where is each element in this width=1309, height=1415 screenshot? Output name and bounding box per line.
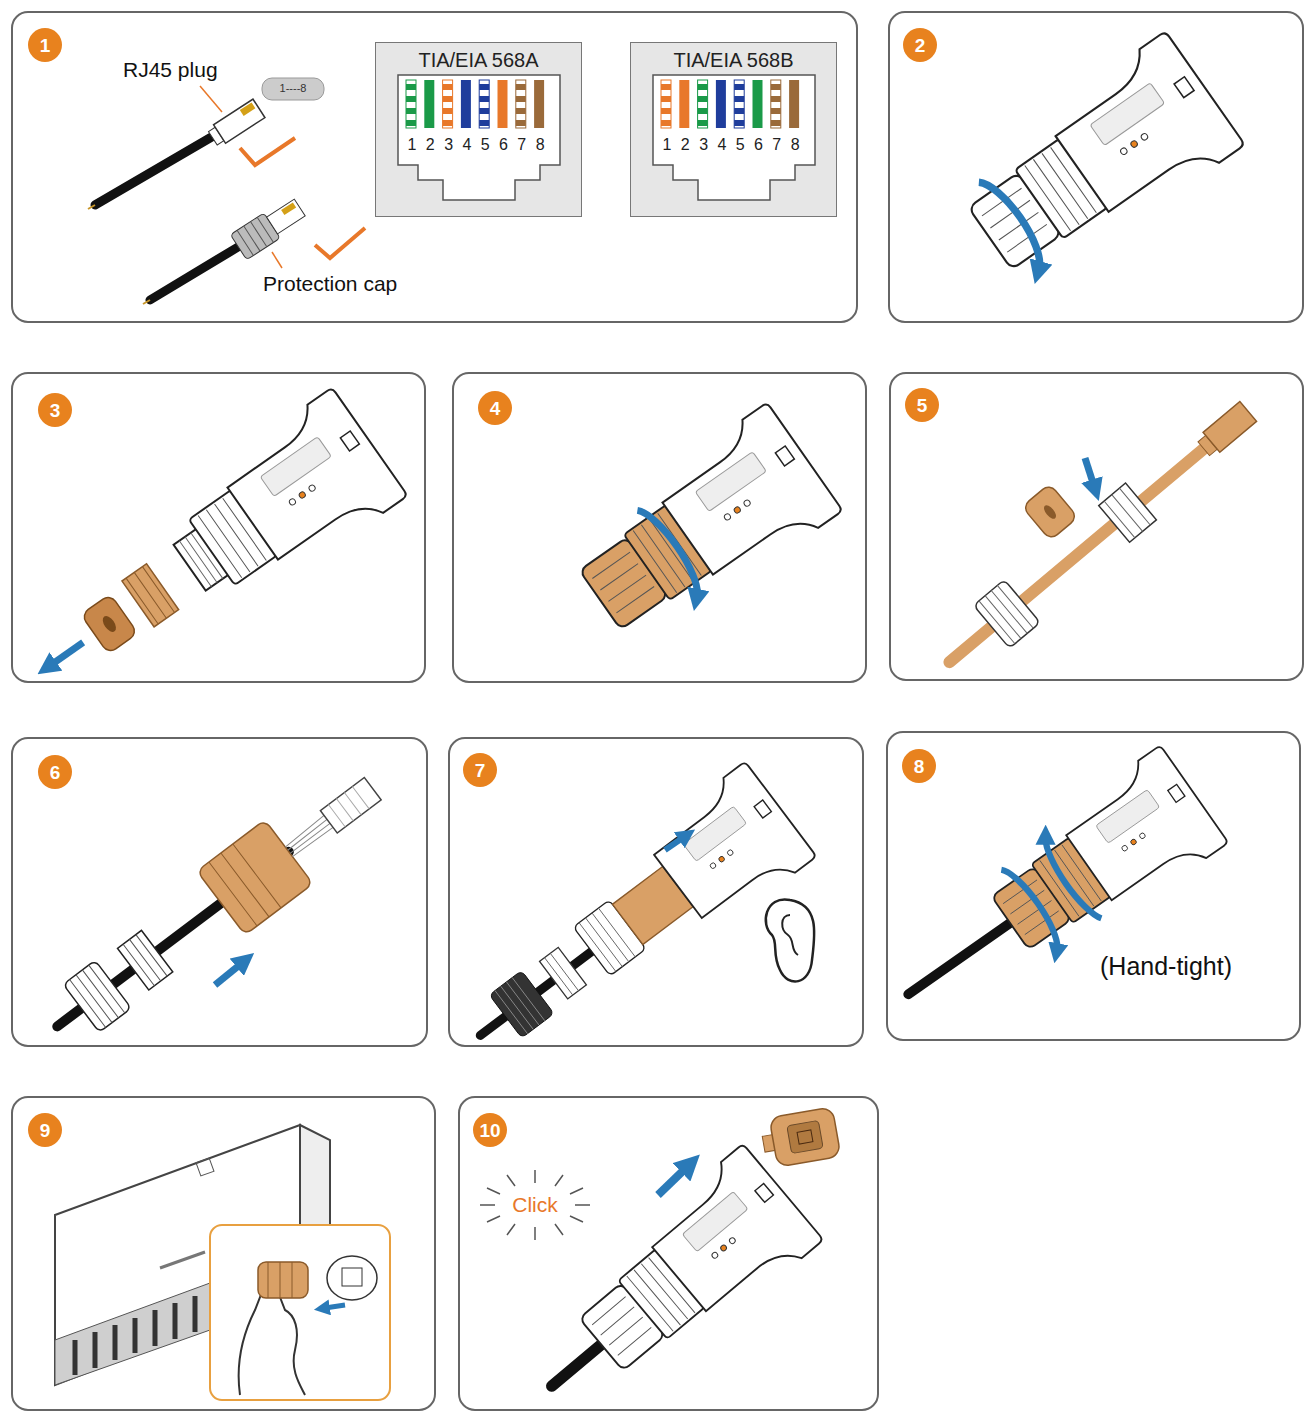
- part-name: Protection cap: [263, 272, 397, 295]
- connector-click: [480, 1107, 841, 1415]
- pin-number: 1: [663, 136, 672, 154]
- part-name: RJ45 plug: [123, 58, 218, 81]
- pin-number: 6: [754, 136, 763, 154]
- step-number-text: 9: [40, 1121, 51, 1140]
- pin-number: 1: [408, 136, 417, 154]
- pin-number: 8: [791, 136, 800, 154]
- step-number: 4: [478, 391, 512, 425]
- pin-number: 5: [736, 136, 745, 154]
- standard-title: TIA/EIA 568A: [376, 49, 581, 71]
- step-number: 8: [902, 749, 936, 783]
- step-number: 9: [28, 1113, 62, 1147]
- pin-number: 3: [699, 136, 708, 154]
- step-number: 7: [463, 753, 497, 787]
- step-number-text: 7: [475, 761, 486, 780]
- sound-cue: Click: [512, 1193, 558, 1216]
- connector-tighten: [874, 745, 1228, 1043]
- pin-number: 2: [681, 136, 690, 154]
- jack-568a: [375, 42, 582, 217]
- connector-loosen: [950, 31, 1245, 295]
- pin-number: 4: [462, 136, 471, 154]
- step-number: 10: [473, 1113, 507, 1147]
- wiring-standard-box: TIA/EIA 568B 12345678: [630, 42, 837, 217]
- jack-568b: [630, 42, 837, 217]
- step-number-text: 10: [479, 1121, 500, 1140]
- step-number: 2: [903, 28, 937, 62]
- step-number-text: 3: [50, 401, 61, 420]
- pin-number: 6: [499, 136, 508, 154]
- standard-title: TIA/EIA 568B: [631, 49, 836, 71]
- step-number-text: 1: [40, 36, 51, 55]
- cable-assembly: [33, 757, 397, 1059]
- step-panels: [12, 12, 1303, 1410]
- rj45-cables: [88, 78, 365, 304]
- step-number-text: 6: [50, 763, 61, 782]
- step-number: 6: [38, 755, 72, 789]
- step-number: 5: [905, 388, 939, 422]
- pin-number: 7: [772, 136, 781, 154]
- cable-threading: [931, 390, 1266, 684]
- pin-number: 8: [536, 136, 545, 154]
- connector-orange-nut: [562, 403, 843, 655]
- pin-number: 5: [481, 136, 490, 154]
- step-number-text: 8: [914, 757, 925, 776]
- note: (Hand-tight): [1100, 953, 1232, 981]
- step-number-text: 5: [917, 396, 928, 415]
- step-number: 1: [28, 28, 62, 62]
- inverter: [55, 1125, 390, 1400]
- pin-range-tag: 1----8: [280, 82, 307, 94]
- connector-disassemble: [13, 388, 408, 720]
- wiring-standard-box: TIA/EIA 568A 12345678: [375, 42, 582, 217]
- pin-number: 2: [426, 136, 435, 154]
- connector-insert: [445, 762, 817, 1083]
- step-number-text: 4: [490, 399, 501, 418]
- pin-number: 3: [444, 136, 453, 154]
- pin-number: 4: [717, 136, 726, 154]
- step-number-text: 2: [915, 36, 926, 55]
- pin-number: 7: [517, 136, 526, 154]
- step-number: 3: [38, 393, 72, 427]
